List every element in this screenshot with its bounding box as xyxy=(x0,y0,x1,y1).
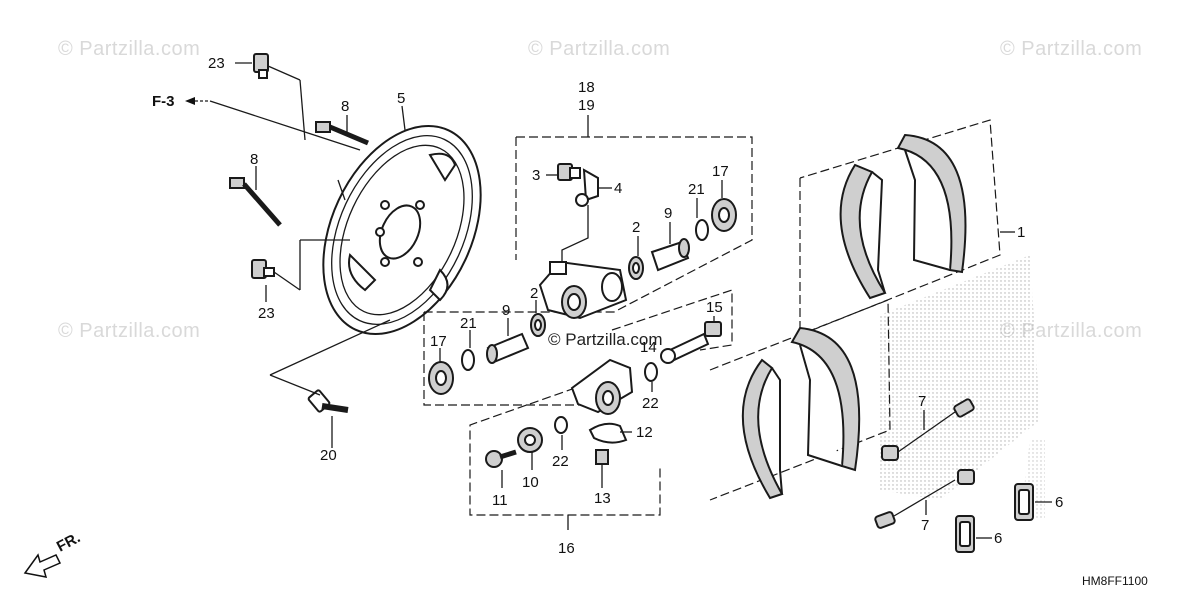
callout-1: 1 xyxy=(1017,224,1025,241)
ref-arrow xyxy=(185,97,361,151)
callout-2: 2 xyxy=(530,285,538,302)
cup-21 xyxy=(461,330,475,371)
callout-10: 10 xyxy=(522,474,539,491)
bolt-8 xyxy=(229,166,282,227)
callout-11: 11 xyxy=(492,492,508,509)
adjuster-box xyxy=(469,374,661,516)
front-arrow xyxy=(23,553,62,578)
callout-5: 5 xyxy=(397,90,405,107)
callout-13: 13 xyxy=(594,490,611,507)
bleeder-cap xyxy=(561,168,612,268)
wheel-cylinder-box xyxy=(424,136,753,313)
callout-3: 3 xyxy=(532,167,540,184)
callout-17: 17 xyxy=(712,163,729,180)
washer-22 xyxy=(554,416,568,450)
washer-22 xyxy=(644,362,658,392)
leader-line xyxy=(337,179,346,201)
callout-9: 9 xyxy=(664,205,672,222)
adjuster-box xyxy=(611,289,733,351)
callout-6: 6 xyxy=(1055,494,1063,511)
piston-9 xyxy=(486,318,530,364)
piston-9 xyxy=(650,222,690,272)
brake-panel xyxy=(322,125,482,335)
callout-7: 7 xyxy=(918,393,926,410)
lever-12 xyxy=(588,422,632,444)
wheel-cylinder xyxy=(538,260,628,320)
callout-21: 21 xyxy=(460,315,477,332)
callout-2: 2 xyxy=(632,219,640,236)
boot-17 xyxy=(711,180,737,232)
bleeder-screw xyxy=(546,163,581,181)
watermark: © Partzilla.com xyxy=(58,320,201,342)
watermark: © Partzilla.com xyxy=(1000,320,1143,342)
boot-17 xyxy=(428,348,454,395)
front-label: FR. xyxy=(54,529,83,555)
brake-shoe xyxy=(839,163,887,300)
brake-shoe xyxy=(896,133,967,274)
adjuster-nut-15 xyxy=(660,316,722,364)
cylinder-box-left xyxy=(423,312,613,406)
watermark: © Partzilla.com xyxy=(58,38,201,60)
brake-shoe xyxy=(790,326,861,472)
callout-22: 22 xyxy=(642,395,659,412)
callout-14: 14 xyxy=(640,339,657,356)
watermark: © Partzilla.com xyxy=(528,38,671,60)
grease-fitting-13 xyxy=(595,449,609,488)
callout-20: 20 xyxy=(320,447,337,464)
seal-2 xyxy=(530,300,546,337)
callout-12: 12 xyxy=(636,424,653,441)
callout-8: 8 xyxy=(341,98,349,115)
callout-21: 21 xyxy=(688,181,705,198)
retainer-6 xyxy=(1014,483,1052,521)
center-watermark: © Partzilla.com xyxy=(548,330,663,349)
cam-10 xyxy=(517,427,543,470)
callout-9: 9 xyxy=(502,302,510,319)
callout-16: 16 xyxy=(558,540,575,557)
seal-2 xyxy=(628,236,644,280)
callout-23: 23 xyxy=(258,305,275,322)
adjuster-body xyxy=(570,358,634,415)
pin-11 xyxy=(485,449,517,488)
callout-8: 8 xyxy=(250,151,258,168)
spring-7 xyxy=(874,469,975,529)
callout-7: 7 xyxy=(921,517,929,534)
spring-7 xyxy=(881,398,975,461)
ref-label: F-3 xyxy=(152,93,175,110)
bolt-23 xyxy=(235,53,306,141)
cup-21 xyxy=(695,198,709,241)
callout-15: 15 xyxy=(706,299,723,316)
callout-23: 23 xyxy=(208,55,225,72)
callout-6: 6 xyxy=(994,530,1002,547)
watermark: © Partzilla.com xyxy=(1000,38,1143,60)
diagram-code: HM8FF1100 xyxy=(1082,574,1148,588)
callout-4: 4 xyxy=(614,180,622,197)
bolt-20 xyxy=(269,319,391,448)
brake-shoe xyxy=(741,358,784,500)
callout-17: 17 xyxy=(430,333,447,350)
callout-19: 19 xyxy=(578,97,595,114)
retainer-6 xyxy=(955,515,992,553)
callout-18: 18 xyxy=(578,79,595,96)
callout-22: 22 xyxy=(552,453,569,470)
leader-line xyxy=(401,105,406,131)
halftone-area xyxy=(880,255,1040,500)
bolt-23 xyxy=(251,239,350,302)
bolt-8 xyxy=(315,115,369,146)
